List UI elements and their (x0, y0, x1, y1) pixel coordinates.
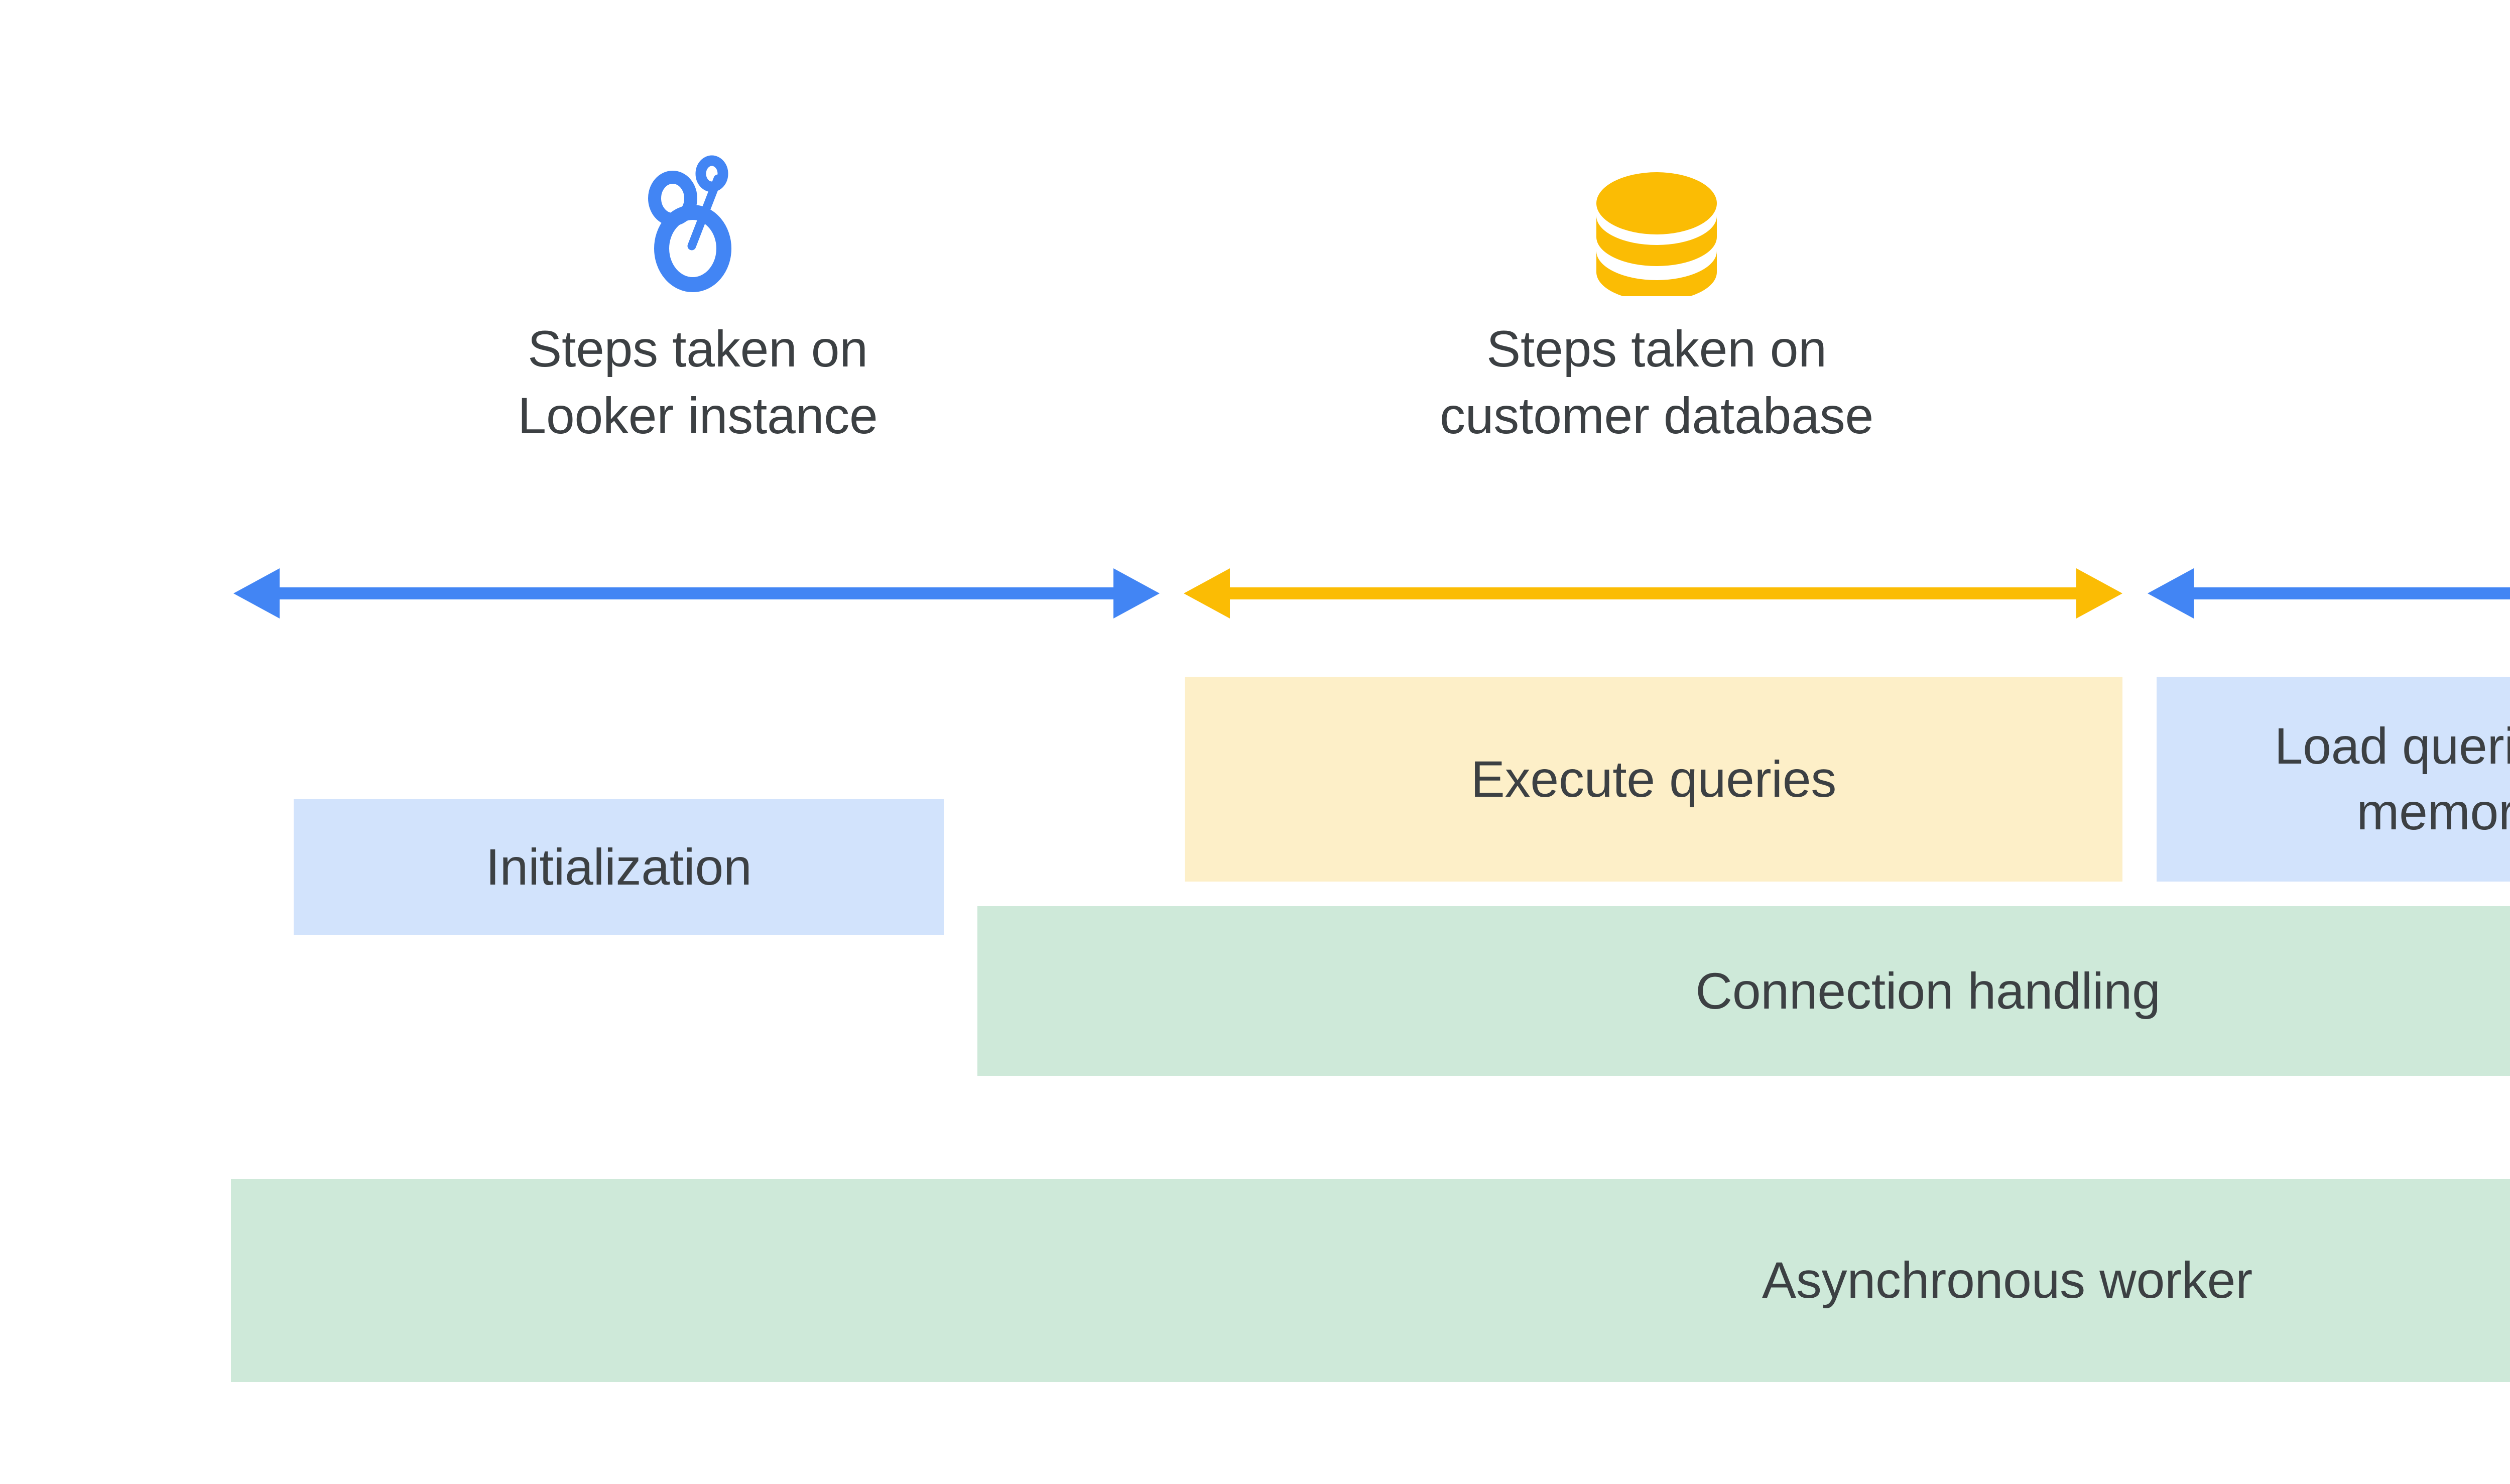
right-span-arrow (2148, 563, 2510, 624)
caption-line-1: Steps taken on (1486, 320, 1827, 378)
bar-label: Execute queries (1470, 750, 1837, 808)
database-cylinder-icon (1275, 151, 2038, 301)
bar-initialization[interactable]: Initialization (294, 799, 944, 935)
phase-group-left-looker: Steps taken on Looker instance (321, 151, 1074, 449)
bar-label: Load queries in memory (2274, 717, 2510, 840)
bar-connection-handling[interactable]: Connection handling (977, 906, 2510, 1076)
bar-load-queries-in-memory[interactable]: Load queries in memory (2157, 677, 2510, 882)
bar-label: Asynchronous worker (1762, 1252, 2252, 1309)
bar-asynchronous-worker[interactable]: Asynchronous worker (231, 1179, 2510, 1382)
bar-label: Initialization (485, 838, 752, 896)
caption-line-2: customer database (1439, 387, 1874, 444)
bar-execute-queries[interactable]: Execute queries (1185, 677, 2122, 882)
bar-label: Connection handling (1695, 962, 2161, 1020)
left-span-arrow (233, 563, 1160, 624)
center-span-arrow (1184, 563, 2122, 624)
phase-caption-left-looker: Steps taken on Looker instance (321, 316, 1074, 449)
looker-logo-icon (321, 151, 1074, 299)
caption-line-2: Looker instance (518, 387, 878, 444)
caption-line-1: Steps taken on (528, 320, 868, 378)
phase-group-center-database: Steps taken on customer database (1275, 151, 2038, 449)
phase-caption-center-database: Steps taken on customer database (1275, 316, 2038, 449)
